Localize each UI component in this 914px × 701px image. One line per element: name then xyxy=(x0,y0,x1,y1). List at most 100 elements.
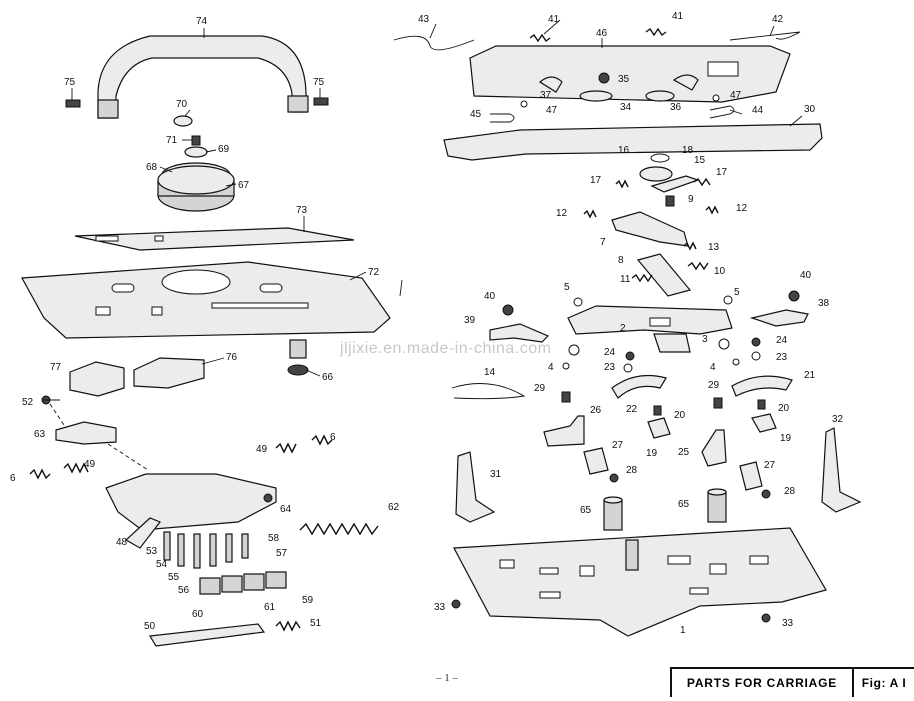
part-24-screw-right xyxy=(751,337,761,347)
callout-45: 45 xyxy=(470,109,482,120)
part-62-spring xyxy=(299,522,379,536)
part-2-slot xyxy=(649,317,671,327)
part-4-washer-left xyxy=(562,362,570,370)
part-39-lever xyxy=(489,323,550,343)
part-26-bracket xyxy=(543,415,585,447)
part-73-slot-a xyxy=(95,235,119,242)
part-28-screw-left xyxy=(609,473,619,483)
part-36-cam xyxy=(672,74,699,91)
part-77-block xyxy=(69,361,125,397)
part-64-screw xyxy=(263,493,273,503)
callout-77: 77 xyxy=(50,362,62,373)
part-48-lever xyxy=(124,517,161,549)
callout-40-right: 40 xyxy=(800,270,812,281)
callout-73: 73 xyxy=(296,205,308,216)
part-11-spring xyxy=(631,273,653,283)
part-32-bracket xyxy=(821,427,862,513)
callout-16: 16 xyxy=(618,145,630,156)
part-66-knob-base xyxy=(287,364,309,376)
callout-61: 61 xyxy=(264,602,276,613)
title-block-figure: Fig: A I xyxy=(861,676,907,690)
callout-49-right: 49 xyxy=(256,444,268,455)
part-42-wire xyxy=(729,31,801,41)
part-47-washer-left xyxy=(520,100,528,108)
callout-51: 51 xyxy=(310,618,322,629)
callout-11: 11 xyxy=(620,274,631,285)
callout-33-right: 33 xyxy=(782,618,794,629)
callout-20-left: 20 xyxy=(674,410,686,421)
callout-69: 69 xyxy=(218,144,230,155)
callout-28-right: 28 xyxy=(784,486,796,497)
callout-63: 63 xyxy=(34,429,46,440)
part-63-bracket xyxy=(55,421,117,445)
callout-60: 60 xyxy=(192,609,204,620)
callout-14: 14 xyxy=(484,367,496,378)
callout-65-left: 65 xyxy=(580,505,592,516)
callout-46: 46 xyxy=(596,28,608,39)
part-41-spring-right xyxy=(645,27,667,37)
part-25-bracket xyxy=(701,429,727,467)
part-49-spring-right xyxy=(275,442,297,454)
callout-49-left: 49 xyxy=(84,459,96,470)
part-17-spring-left xyxy=(615,179,629,189)
part-19-block-left xyxy=(647,417,671,439)
part-pin-set xyxy=(163,531,249,569)
callout-29-left: 29 xyxy=(534,383,546,394)
part-12-spring-right xyxy=(705,205,719,215)
callout-20-right: 20 xyxy=(778,403,790,414)
part-24-screw-left xyxy=(625,351,635,361)
part-76-block xyxy=(133,357,205,389)
part-72-window-a xyxy=(95,306,111,316)
part-3-washer-right xyxy=(718,338,730,350)
callout-17-right: 17 xyxy=(716,167,728,178)
callout-1: 1 xyxy=(680,625,686,636)
part-19-block-right xyxy=(751,413,777,433)
part-1-openings xyxy=(499,555,769,599)
part-5-washer-left xyxy=(573,297,583,307)
part-37-cam xyxy=(538,76,563,93)
part-29-screw-right xyxy=(713,397,723,409)
callout-10: 10 xyxy=(714,266,726,277)
part-51-spring xyxy=(275,620,301,632)
part-72-slot-long xyxy=(211,302,309,309)
callout-6-right: 6 xyxy=(330,432,336,443)
part-46-window xyxy=(707,61,739,77)
callout-31: 31 xyxy=(490,469,502,480)
callout-8: 8 xyxy=(618,255,624,266)
part-16-cam xyxy=(639,166,673,182)
title-block: PARTS FOR CARRIAGE Fig: A I xyxy=(670,667,914,697)
part-65-post-left-top xyxy=(603,496,623,504)
part-71-screw xyxy=(191,135,201,146)
callout-18: 18 xyxy=(682,145,694,156)
callout-19-left: 19 xyxy=(646,448,658,459)
callout-25: 25 xyxy=(678,447,690,458)
part-10-spring xyxy=(687,261,709,271)
watermark-text: jljixie.en.made-in-china.com xyxy=(340,340,552,357)
callout-38: 38 xyxy=(818,298,830,309)
callout-70: 70 xyxy=(176,99,188,110)
part-9-screw xyxy=(665,195,675,207)
part-66-knob xyxy=(289,339,307,359)
callout-6-left: 6 xyxy=(10,473,16,484)
part-14-wire xyxy=(451,383,526,400)
part-75-screw-left xyxy=(65,99,81,108)
callout-55: 55 xyxy=(168,572,180,583)
part-27-block-left xyxy=(583,447,609,475)
part-65-post-right xyxy=(707,491,727,523)
part-lever-assembly xyxy=(105,473,277,531)
callout-24-right: 24 xyxy=(776,335,788,346)
part-41-spring-left xyxy=(529,33,551,43)
callout-27-left: 27 xyxy=(612,440,624,451)
part-49-spring-left xyxy=(63,462,89,474)
callout-47-right: 47 xyxy=(730,90,742,101)
part-4-washer-right xyxy=(732,358,740,366)
callout-58: 58 xyxy=(268,533,280,544)
callout-37: 37 xyxy=(540,90,552,101)
callout-71: 71 xyxy=(166,135,178,146)
callout-76: 76 xyxy=(226,352,238,363)
callout-15: 15 xyxy=(694,155,706,166)
callout-12-right: 12 xyxy=(736,203,748,214)
part-23-washer-right xyxy=(751,351,761,361)
part-72-window-b xyxy=(151,306,163,316)
